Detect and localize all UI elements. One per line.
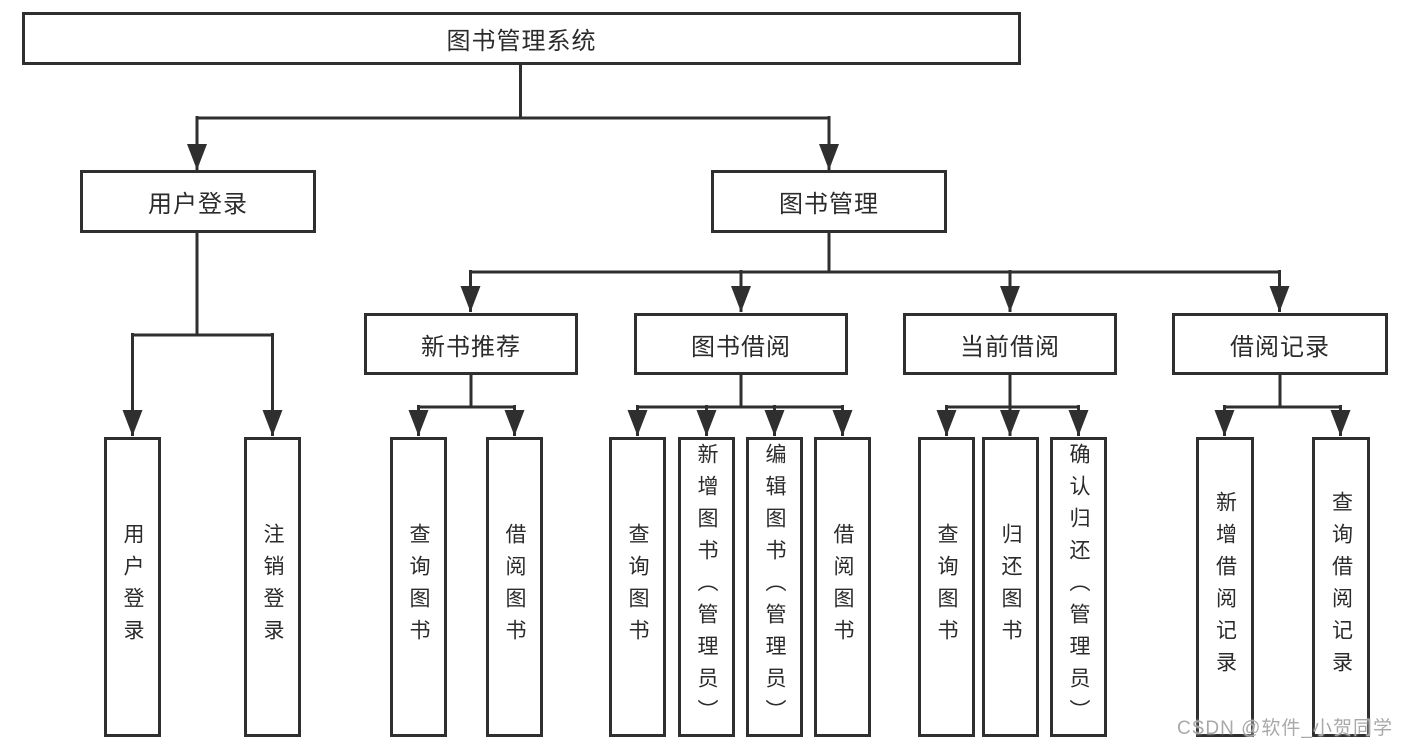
connector-root-split [197,65,829,120]
leaf-label: 新增借阅记录 [1213,491,1237,683]
leaf-bb-query-book: 查询图书 [609,437,666,737]
connector-user-login-split [132,233,273,337]
connector-book-mgmt-split [470,233,1280,274]
leaf-label: 查询图书 [935,523,958,651]
leaf-bb-edit-book-admin: 编辑图书（管理员） [746,437,803,737]
leaf-label: 查询图书 [407,523,430,651]
leaf-bb-borrow-book: 借阅图书 [814,437,871,737]
node-user-login-label: 用户登录 [148,191,248,218]
connector-current-borrow-split [946,375,1079,409]
leaf-label: 用户登录 [121,523,144,651]
node-book-mgmt: 图书管理 [711,170,947,233]
leaf-logout: 注销登录 [244,437,301,737]
leaf-label: 查询图书 [626,523,649,651]
node-book-borrow: 图书借阅 [634,313,848,375]
leaf-cb-query-book: 查询图书 [918,437,975,737]
leaf-cb-return-book: 归还图书 [982,437,1039,737]
csdn-watermark: CSDN @软件_小贺同学 [1177,718,1393,739]
leaf-label: 确认归还（管理员） [1067,443,1090,731]
connector-book-borrow-split [637,375,843,409]
node-current-borrow-label: 当前借阅 [960,333,1060,361]
node-root: 图书管理系统 [22,12,1021,65]
connector-borrow-record-split [1224,375,1341,409]
leaf-br-add-record: 新增借阅记录 [1196,437,1254,737]
leaf-nb-borrow-book: 借阅图书 [486,437,543,737]
leaf-label: 注销登录 [261,523,284,651]
node-new-book-recommend: 新书推荐 [364,313,578,375]
leaf-label: 借阅图书 [503,523,526,651]
node-user-login: 用户登录 [80,170,316,233]
node-root-label: 图书管理系统 [446,28,597,55]
leaf-label: 新增图书（管理员） [695,443,718,731]
leaf-label: 编辑图书（管理员） [763,443,786,731]
leaf-bb-add-book-admin: 新增图书（管理员） [678,437,735,737]
leaf-cb-confirm-return-admin: 确认归还（管理员） [1050,437,1107,737]
node-new-book-recommend-label: 新书推荐 [421,333,521,361]
leaf-user-login: 用户登录 [104,437,161,737]
leaf-br-query-record: 查询借阅记录 [1312,437,1370,737]
leaf-nb-query-book: 查询图书 [390,437,447,737]
node-borrow-record-label: 借阅记录 [1230,333,1330,361]
connector-new-book-split [418,375,515,409]
leaf-label: 借阅图书 [831,523,854,651]
node-book-mgmt-label: 图书管理 [779,191,879,218]
leaf-label: 查询借阅记录 [1329,491,1353,683]
node-borrow-record: 借阅记录 [1172,313,1388,375]
leaf-label: 归还图书 [999,523,1022,651]
node-book-borrow-label: 图书借阅 [691,333,791,361]
node-current-borrow: 当前借阅 [903,313,1117,375]
